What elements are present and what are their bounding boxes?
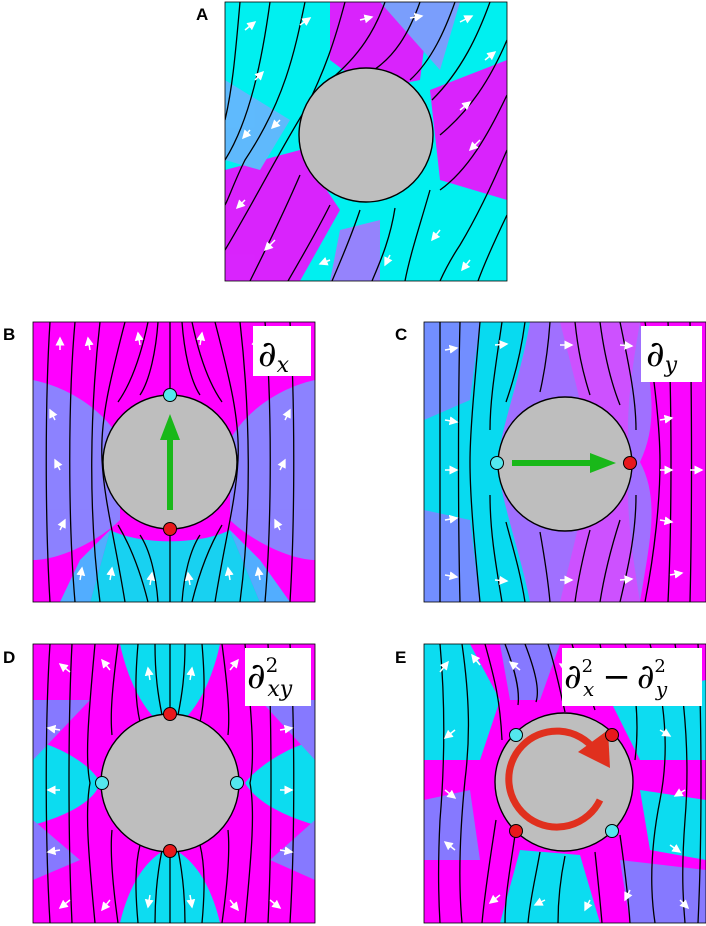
panel-c-operator-box bbox=[641, 326, 702, 382]
panel-d-operator-box bbox=[245, 648, 311, 706]
panel-a-color-field bbox=[225, 2, 507, 281]
panel-e-defect-top-right bbox=[605, 728, 619, 742]
panel-b: ∂x B bbox=[3, 321, 316, 603]
panel-d-letter: D bbox=[3, 648, 15, 667]
panel-b-letter: B bbox=[3, 325, 15, 344]
panel-b-defect-bottom bbox=[163, 522, 177, 536]
panel-b-operator: ∂x bbox=[258, 334, 290, 378]
panel-e-letter: E bbox=[395, 648, 406, 667]
panel-c-defect-right bbox=[623, 456, 637, 470]
panel-e-defect-top-left bbox=[509, 728, 523, 742]
panel-c: ∂y C bbox=[395, 321, 706, 603]
panel-d-defect-left bbox=[95, 776, 109, 790]
panel-d-defect-top bbox=[163, 707, 177, 721]
panel-d-inclusion bbox=[100, 713, 240, 853]
panel-b-operator-box bbox=[253, 326, 311, 376]
panel-c-letter: C bbox=[395, 325, 407, 344]
panel-c-green-arrowhead bbox=[590, 453, 616, 473]
panel-a-letter: A bbox=[196, 5, 208, 24]
panel-e-defect-bottom-left bbox=[509, 824, 523, 838]
panel-d-director-arrows bbox=[46, 658, 294, 912]
panel-e-defect-bottom-right bbox=[605, 824, 619, 838]
panel-a-inclusion bbox=[298, 67, 434, 203]
panel-a: A bbox=[196, 1, 508, 282]
panel-e-rotation-arrowhead bbox=[578, 730, 610, 768]
panel-a-director-arrows bbox=[235, 12, 497, 272]
panel-b-green-arrowhead bbox=[160, 414, 180, 440]
panel-e-operator-box bbox=[562, 648, 702, 706]
panel-c-director-arrows bbox=[444, 340, 704, 585]
panel-c-operator: ∂y bbox=[646, 334, 678, 378]
panel-c-defect-left bbox=[490, 456, 504, 470]
panel-d-defect-right bbox=[230, 776, 244, 790]
panel-b-defect-top bbox=[163, 388, 177, 402]
panel-e-rotation-arrow bbox=[505, 727, 604, 831]
panel-a-field-lines bbox=[225, 2, 507, 281]
panel-d-defect-bottom bbox=[163, 844, 177, 858]
